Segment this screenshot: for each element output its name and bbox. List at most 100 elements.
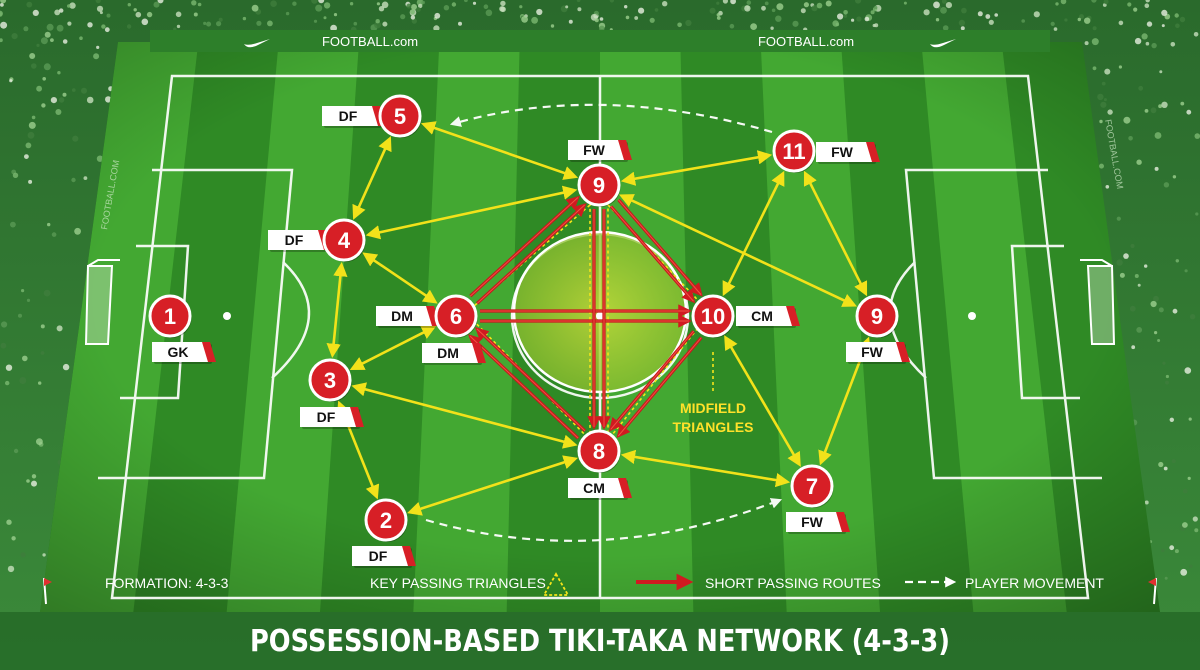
crowd-dot [716,16,721,20]
crowd-dot [1119,272,1125,278]
crowd-dot [1137,283,1141,287]
crowd-dot [242,16,247,21]
crowd-dot [176,24,181,29]
short-pass-highlight [469,197,579,297]
crowd-dot [87,22,93,28]
short-pass-highlight [618,199,702,295]
crowd-dot [750,23,757,30]
crowd-dot [1154,166,1159,171]
role-tag-fw9[interactable]: FW [568,140,632,162]
player-marker-df5[interactable]: 5 [378,94,422,138]
player-marker-dm6[interactable]: 6 [434,294,478,338]
role-label: DF [317,409,336,425]
crowd-dot [1184,367,1192,374]
crowd-dot [74,227,81,235]
crowd-dot [315,4,323,12]
legend-formation: FORMATION: 4-3-3 [105,575,229,591]
sponsor-text-right: FOOTBALL.com [758,34,854,49]
penalty-spot-right [968,312,976,320]
player-marker-fw7[interactable]: 7 [790,464,834,508]
crowd-dot [96,5,104,12]
crowd-dot [1091,38,1099,46]
crowd-dot [153,1,160,8]
crowd-dot [729,23,735,29]
player-number: 2 [380,508,392,533]
role-tag-fw9b[interactable]: FW [846,342,910,364]
role-tag-df5[interactable]: DF [322,106,386,128]
player-marker-cm8[interactable]: 8 [577,429,621,473]
crowd-dot [93,53,100,60]
player-circle [577,163,621,207]
crowd-dot [9,79,13,83]
crowd-dot [485,9,493,17]
crowd-dot [1161,9,1168,16]
role-label: FW [583,142,606,158]
crowd-dot [565,5,569,9]
player-marker-df3[interactable]: 3 [308,358,352,402]
role-tag-dm6[interactable]: DM [376,306,440,328]
crowd-dot [378,6,385,12]
role-tag-df2[interactable]: DF [352,546,416,568]
crowd-dot [1141,33,1148,40]
crowd-dot [318,0,325,4]
crowd-dot [500,0,506,7]
crowd-dot [218,17,223,22]
player-number: 11 [782,139,805,164]
crowd-dot [1192,516,1198,522]
crowd-dot [1138,85,1144,91]
crowd-dot [270,0,277,7]
crowd-dot [67,21,72,26]
role-tag-df4[interactable]: DF [268,230,332,252]
crowd-dot [58,97,65,103]
role-tag-df3[interactable]: DF [300,407,364,429]
crowd-dot [1084,41,1089,46]
crowd-dot [127,2,131,7]
player-marker-fw9[interactable]: 9 [577,163,621,207]
player-marker-cm10[interactable]: 10 [691,294,735,338]
crowd-dot [1077,17,1082,22]
crowd-dot [83,176,88,181]
crowd-dot [1169,545,1175,551]
crowd-dot [5,380,10,386]
crowd-dot [1134,274,1139,278]
role-tag-cm8[interactable]: CM [568,478,632,500]
crowd-dot [36,85,42,92]
crowd-dot [0,38,3,43]
crowd-dot [1021,19,1025,23]
crowd-dot [86,96,94,104]
crowd-dot [1144,264,1148,268]
crowd-dot [104,27,110,33]
sponsor-text-left: FOOTBALL.com [322,34,418,49]
crowd-dot [56,325,63,332]
crowd-dot [106,13,111,18]
role-tag-fw11[interactable]: FW [816,142,880,164]
crowd-dot [730,0,736,5]
crowd-dot [411,18,417,24]
crowd-dot [79,36,83,40]
crowd-dot [1184,269,1188,273]
crowd-dot [72,135,79,142]
crowd-dot [1103,0,1109,5]
player-marker-df4[interactable]: 4 [322,218,366,262]
corner-flag-right [1148,577,1157,605]
role-tag-cm10[interactable]: CM [736,306,800,328]
crowd-dot [18,313,22,318]
crowd-dot [1150,107,1157,114]
crowd-dot [1116,216,1121,221]
crowd-dot [761,5,766,11]
goal-left [84,259,120,345]
crowd-dot [6,519,12,525]
player-marker-fw11[interactable]: 11 [772,129,816,173]
crowd-dot [1127,2,1132,7]
role-tag-dm6-lower[interactable]: DM [422,343,486,365]
player-marker-df2[interactable]: 2 [364,498,408,542]
crowd-dot [376,2,380,6]
role-tag-gk[interactable]: GK [152,342,216,364]
crowd-dot [1186,109,1192,115]
crowd-dot [31,480,37,487]
role-tag-fw7[interactable]: FW [786,512,850,534]
crowd-dot [1079,14,1084,20]
player-marker-fw9b[interactable]: 9 [855,294,899,338]
legend-short-pass-label: SHORT PASSING ROUTES [705,575,881,591]
player-marker-gk[interactable]: 1 [148,294,192,338]
